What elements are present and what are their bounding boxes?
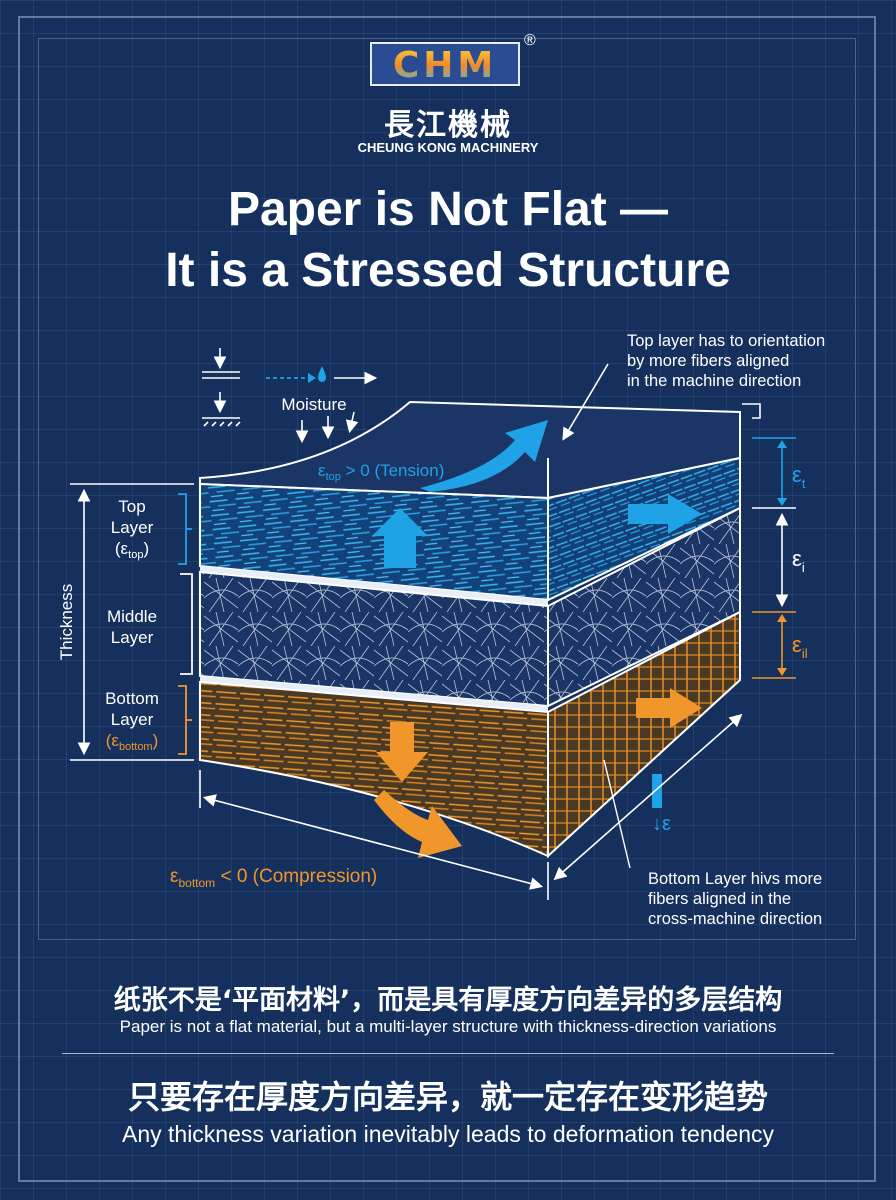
footer-divider	[62, 1053, 834, 1054]
moisture-down-arrows	[295, 411, 359, 444]
outer-frame	[18, 16, 876, 1182]
bottom-layer-label-2: Layer	[111, 710, 154, 729]
top-callout-leader	[562, 363, 609, 441]
footer-chinese-1: 纸张不是‘平面材料’，而是具有厚度方向差异的多层结构	[113, 985, 783, 1016]
bottom-layer-label-1: Bottom	[105, 689, 159, 708]
brand-english-name: CHEUNG KONG MACHINERY	[357, 140, 539, 155]
tension-label: εtop > 0 (Tension)	[318, 461, 444, 483]
brand-chinese-name: 長江機械	[384, 108, 512, 143]
pressure-icon	[202, 348, 241, 427]
strain-dim-t	[752, 437, 796, 509]
footer-english-1: Paper is not a flat material, but a mult…	[119, 1017, 777, 1036]
corner-dim-tick	[742, 403, 761, 419]
footer-english-2: Any thickness variation inevitably leads…	[121, 1121, 775, 1147]
bottom-down-arrow	[376, 722, 428, 782]
bottom-layer-bracket	[178, 685, 192, 755]
inner-frame	[38, 38, 856, 940]
top-callout-1: Top layer has to orientation	[627, 332, 825, 350]
tension-curved-arrow	[420, 420, 548, 492]
top-surface	[199, 400, 741, 500]
compression-label: εbottom < 0 (Compression)	[170, 866, 377, 890]
delta-strain-label: ↓ε	[652, 813, 671, 835]
top-right-arrow	[628, 494, 702, 534]
top-layer-bracket	[178, 493, 192, 565]
middle-layer-bracket	[180, 573, 193, 675]
bottom-callout-3: cross-machine direction	[648, 910, 822, 928]
water-drop-icon	[318, 366, 326, 382]
bottom-callout-1: Bottom Layer hivs more	[648, 870, 822, 888]
title-line-1: Paper is Not Flat —	[227, 183, 669, 236]
middle-layer-label-1: Middle	[107, 607, 157, 626]
bottom-layer-front	[199, 680, 549, 858]
width-dimension	[202, 794, 544, 890]
logo-text: CHM	[393, 45, 497, 84]
moisture-flow-icon	[266, 366, 378, 385]
bottom-layer-strain: (εbottom)	[106, 731, 159, 753]
strain-label-t: εt	[792, 462, 806, 491]
bottom-callout-2: fibers aligned in the	[648, 890, 791, 908]
strain-dim-il	[752, 611, 796, 679]
top-callout-2: by more fibers aligned	[627, 352, 789, 370]
title-line-2: It is a Stressed Structure	[165, 244, 731, 297]
strain-label-il: εil	[792, 632, 808, 661]
footer-chinese-2: 只要存在厚度方向差异，就一定存在变形趋势	[127, 1078, 768, 1116]
top-callout-3: in the machine direction	[627, 372, 801, 390]
depth-dimension	[553, 713, 743, 881]
bottom-callout-leader	[603, 759, 631, 869]
strain-label-i: εi	[792, 546, 805, 575]
registered-mark: ®	[524, 32, 536, 49]
thickness-label: Thickness	[57, 584, 76, 661]
chm-logo: CHM	[370, 42, 520, 86]
delta-strain-bar	[652, 774, 662, 808]
thickness-dimension	[70, 483, 194, 761]
middle-layer-label-2: Layer	[111, 628, 154, 647]
chm-logo-mark: CHM	[393, 45, 497, 86]
top-up-arrow	[372, 508, 428, 568]
moisture-label: Moisture	[281, 395, 346, 414]
top-layer-label-1: Top	[118, 497, 145, 516]
top-layer-strain: (εtop)	[115, 539, 149, 561]
layer-diagram: Moisture εtop > 0 (Tension) Thickness To…	[57, 332, 825, 928]
top-layer-label-2: Layer	[111, 518, 154, 537]
